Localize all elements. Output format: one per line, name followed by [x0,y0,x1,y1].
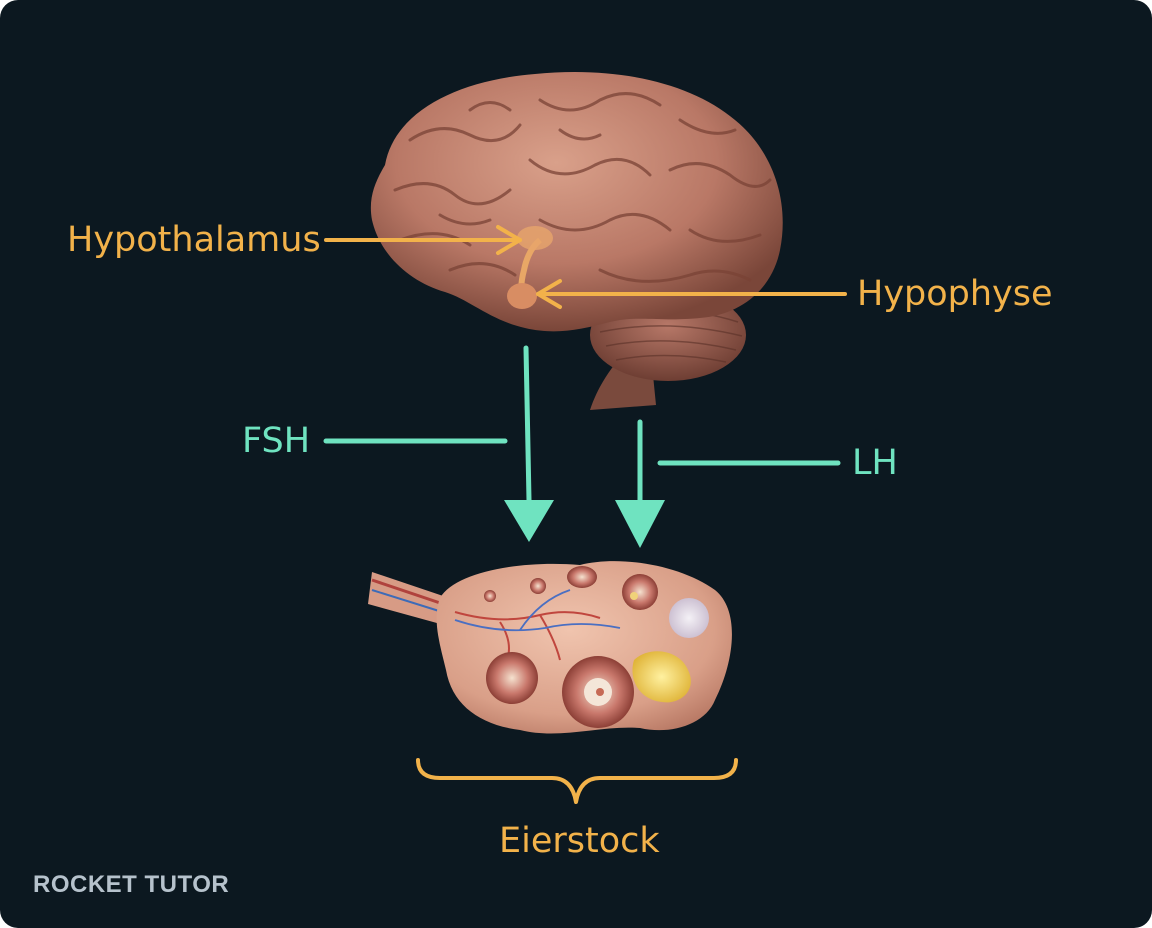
corpus-albicans [669,598,709,638]
eierstock-brace [416,758,738,804]
hypothalamus-label: Hypothalamus [67,220,321,260]
fsh-label: FSH [242,421,311,461]
fsh-arrowhead [504,500,554,542]
primordial-follicle [530,578,546,594]
ovary-illustration [368,561,732,734]
rocket-tutor-logo: ROCKET TUTOR [33,871,230,898]
lh-arrow [637,419,841,503]
lh-label: LH [852,443,898,483]
small-follicle [484,590,496,602]
brain-illustration [370,71,783,410]
hypophyse-arrow [536,279,847,309]
secondary-follicle [622,574,658,610]
primary-follicle [567,566,597,588]
hypophyse-label: Hypophyse [857,274,1053,314]
eierstock-label: Eierstock [499,821,660,861]
pituitary-gland [507,283,537,309]
ovary-veins [454,589,621,632]
hypothalamus-structure [517,226,553,250]
corpus-luteum [632,651,691,703]
hypothalamus-arrow [324,225,522,255]
brain-gyri [393,92,772,283]
growing-follicle [486,652,538,704]
fsh-arrow [323,345,532,503]
lh-arrowhead [615,500,665,548]
